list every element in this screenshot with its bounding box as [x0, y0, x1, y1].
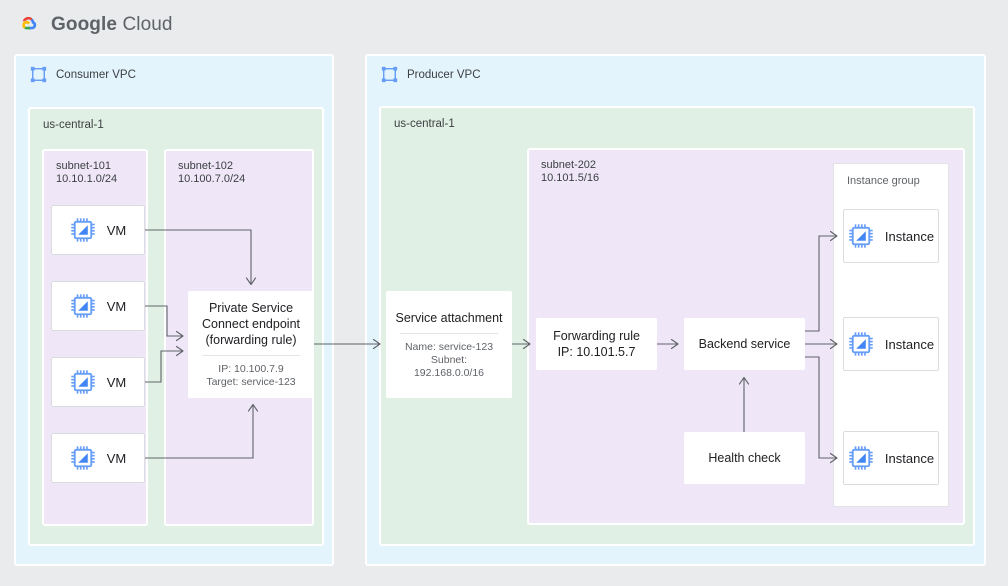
consumer-vm-4[interactable]: VM — [51, 433, 145, 483]
service-attachment-card[interactable]: Service attachment Name: service-123 Sub… — [386, 291, 512, 398]
consumer-region-label: us-central-1 — [43, 119, 104, 131]
backend-service-card[interactable]: Backend service — [684, 318, 805, 370]
instance-group-label: Instance group — [847, 175, 920, 187]
google-cloud-logo: Google Cloud — [14, 11, 173, 39]
vm-chip-icon — [849, 332, 873, 356]
consumer-vpc-header: Consumer VPC — [30, 66, 136, 83]
psc-endpoint-details: IP: 10.100.7.9 Target: service-123 — [206, 363, 296, 388]
vm-chip-icon — [849, 224, 873, 248]
brand-google: Google — [51, 14, 118, 35]
consumer-vm-2-label: VM — [106, 298, 127, 314]
consumer-vm-2[interactable]: VM — [51, 281, 145, 331]
instance-2[interactable]: Instance — [843, 317, 939, 371]
service-attachment-title: Service attachment — [395, 310, 503, 325]
vpc-network-icon — [30, 66, 47, 83]
brand-cloud: Cloud — [122, 14, 173, 35]
health-check-card[interactable]: Health check — [684, 432, 805, 484]
consumer-vm-1[interactable]: VM — [51, 205, 145, 255]
instance-3-label: Instance — [884, 450, 935, 466]
brand-wordmark: Google Cloud — [51, 14, 173, 36]
consumer-vm-1-label: VM — [106, 222, 127, 238]
producer-region-label: us-central-1 — [394, 118, 455, 130]
vm-chip-icon — [71, 218, 95, 242]
instance-3[interactable]: Instance — [843, 431, 939, 485]
instance-1[interactable]: Instance — [843, 209, 939, 263]
vpc-network-icon — [381, 66, 398, 83]
divider — [201, 355, 301, 356]
producer-vpc-header: Producer VPC — [381, 66, 481, 83]
instance-2-label: Instance — [884, 336, 935, 352]
divider — [399, 332, 499, 334]
health-check-title: Health check — [708, 451, 781, 465]
instance-1-label: Instance — [884, 228, 935, 244]
vm-chip-icon — [71, 446, 95, 470]
vm-chip-icon — [849, 446, 873, 470]
psc-endpoint-card[interactable]: Private Service Connect endpoint (forwar… — [188, 291, 314, 398]
vm-chip-icon — [71, 294, 95, 318]
service-attachment-details: Name: service-123 Subnet: 192.168.0.0/16 — [404, 340, 494, 379]
vm-chip-icon — [71, 370, 95, 394]
google-cloud-logo-icon — [22, 16, 37, 30]
forwarding-rule-card[interactable]: Forwarding rule IP: 10.101.5.7 — [536, 318, 657, 370]
consumer-vm-3[interactable]: VM — [51, 357, 145, 407]
consumer-vpc-label: Consumer VPC — [56, 68, 136, 81]
consumer-vm-3-label: VM — [106, 374, 127, 390]
producer-vpc-label: Producer VPC — [407, 68, 481, 81]
psc-endpoint-title: Private Service Connect endpoint (forwar… — [202, 301, 300, 347]
backend-service-title: Backend service — [698, 337, 791, 351]
consumer-vm-4-label: VM — [106, 450, 127, 466]
forwarding-rule-title: Forwarding rule IP: 10.101.5.7 — [553, 329, 640, 359]
